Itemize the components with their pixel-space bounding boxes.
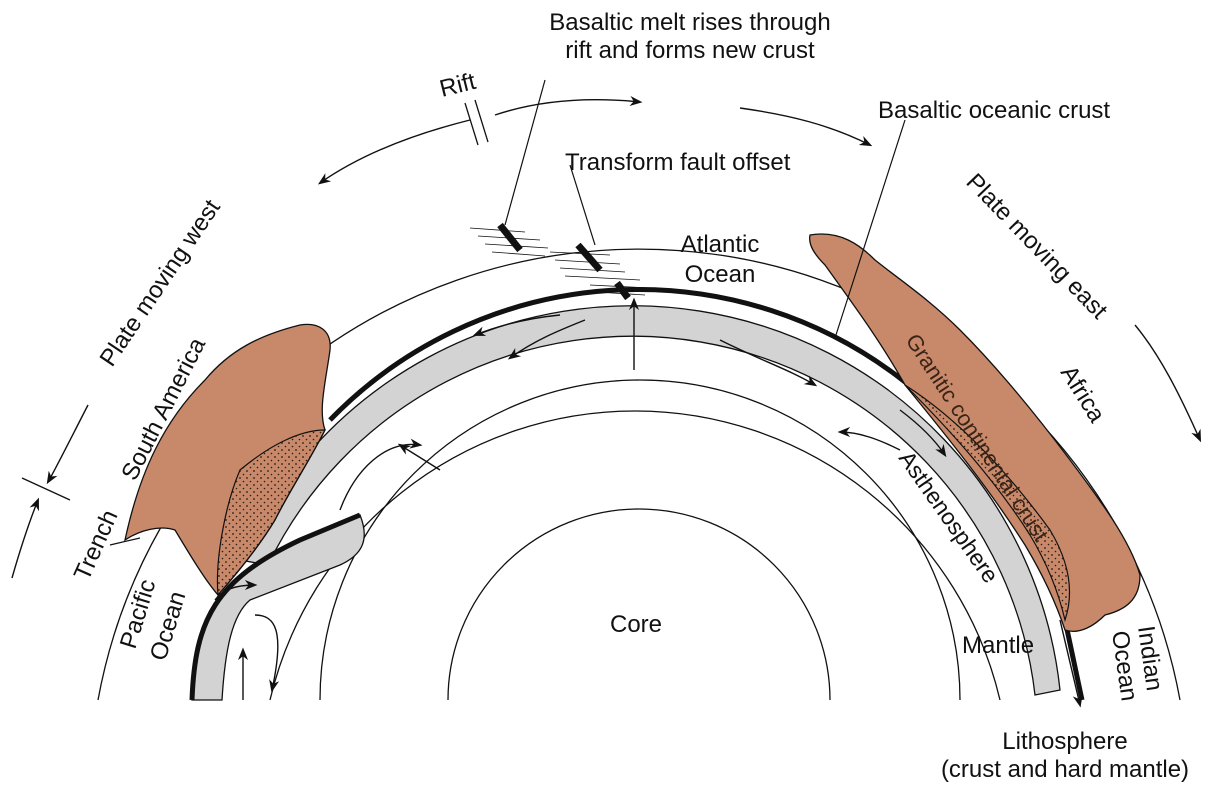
mantle-return-arrow-down [255,615,278,690]
melt-leader [505,80,545,225]
plate-east-label: Plate moving east [961,168,1113,324]
trench-marker [22,478,70,500]
lithosphere-label-line2: (crust and hard mantle) [941,756,1189,783]
plate-east-far-arrow [1135,325,1200,440]
rift-label: Rift [437,68,479,103]
africa-label: Africa [1055,361,1111,428]
convection-arrow-right-2 [840,432,900,450]
rift-segments [500,225,628,298]
westward-motion-arrow [320,120,470,183]
transform-fault-hatching [470,228,650,295]
convection-arrow-left-3 [340,444,420,510]
trench-convergence-arrow [12,500,38,578]
rift-marker [465,100,488,145]
oceanic-crust-label: Basaltic oceanic crust [878,97,1110,124]
transform-fault-label: Transform fault offset [565,149,791,176]
melt-label-line1: Basaltic melt rises through [549,9,830,36]
atlantic-label-line1: Atlantic [681,231,760,258]
mantle-label: Mantle [962,632,1034,659]
eastward-motion-arrow-top [495,100,640,115]
inner-mantle-arc [320,380,960,700]
trench-label: Trench [69,506,124,584]
eastward-motion-arrow-right [740,108,870,145]
transform-leader [570,165,595,245]
convection-arrow-left-2 [400,445,440,470]
core-boundary [448,509,830,700]
lithosphere-label-line1: Lithosphere [1002,728,1127,755]
melt-label-line2: rift and forms new crust [565,37,815,64]
atlantic-label-line2: Ocean [685,261,756,288]
core-label: Core [610,611,662,638]
plate-west-far-arrow [48,405,88,482]
